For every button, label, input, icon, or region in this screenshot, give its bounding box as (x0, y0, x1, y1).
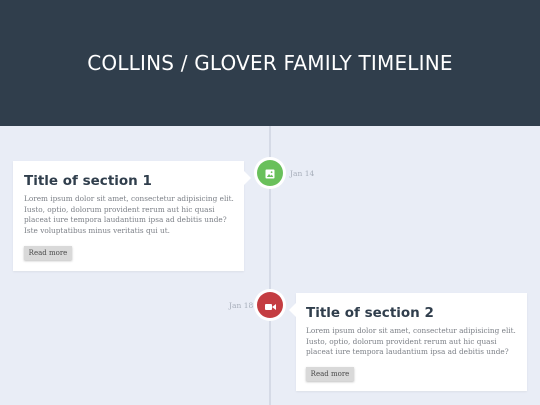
timeline-line (269, 126, 271, 405)
timeline-card: Title of section 1 Lorem ipsum dolor sit… (13, 161, 251, 271)
timeline-card: Title of section 2 Lorem ipsum dolor sit… (289, 293, 527, 391)
card-title: Title of section 1 (24, 173, 152, 189)
page-title: COLLINS / GLOVER FAMILY TIMELINE (87, 51, 453, 75)
timeline-date: Jan 14 (290, 169, 315, 178)
page-header: COLLINS / GLOVER FAMILY TIMELINE (0, 0, 540, 126)
timeline-date: Jan 18 (229, 301, 254, 310)
picture-icon (265, 164, 275, 183)
read-more-button[interactable]: Read more (306, 367, 354, 381)
timeline-marker (257, 160, 283, 186)
read-more-button[interactable]: Read more (24, 246, 72, 260)
timeline-marker (257, 292, 283, 318)
card-text: Lorem ipsum dolor sit amet, consectetur … (306, 326, 516, 356)
card-text: Lorem ipsum dolor sit amet, consectetur … (24, 194, 234, 235)
card-title: Title of section 2 (306, 305, 434, 321)
video-icon (264, 296, 276, 315)
